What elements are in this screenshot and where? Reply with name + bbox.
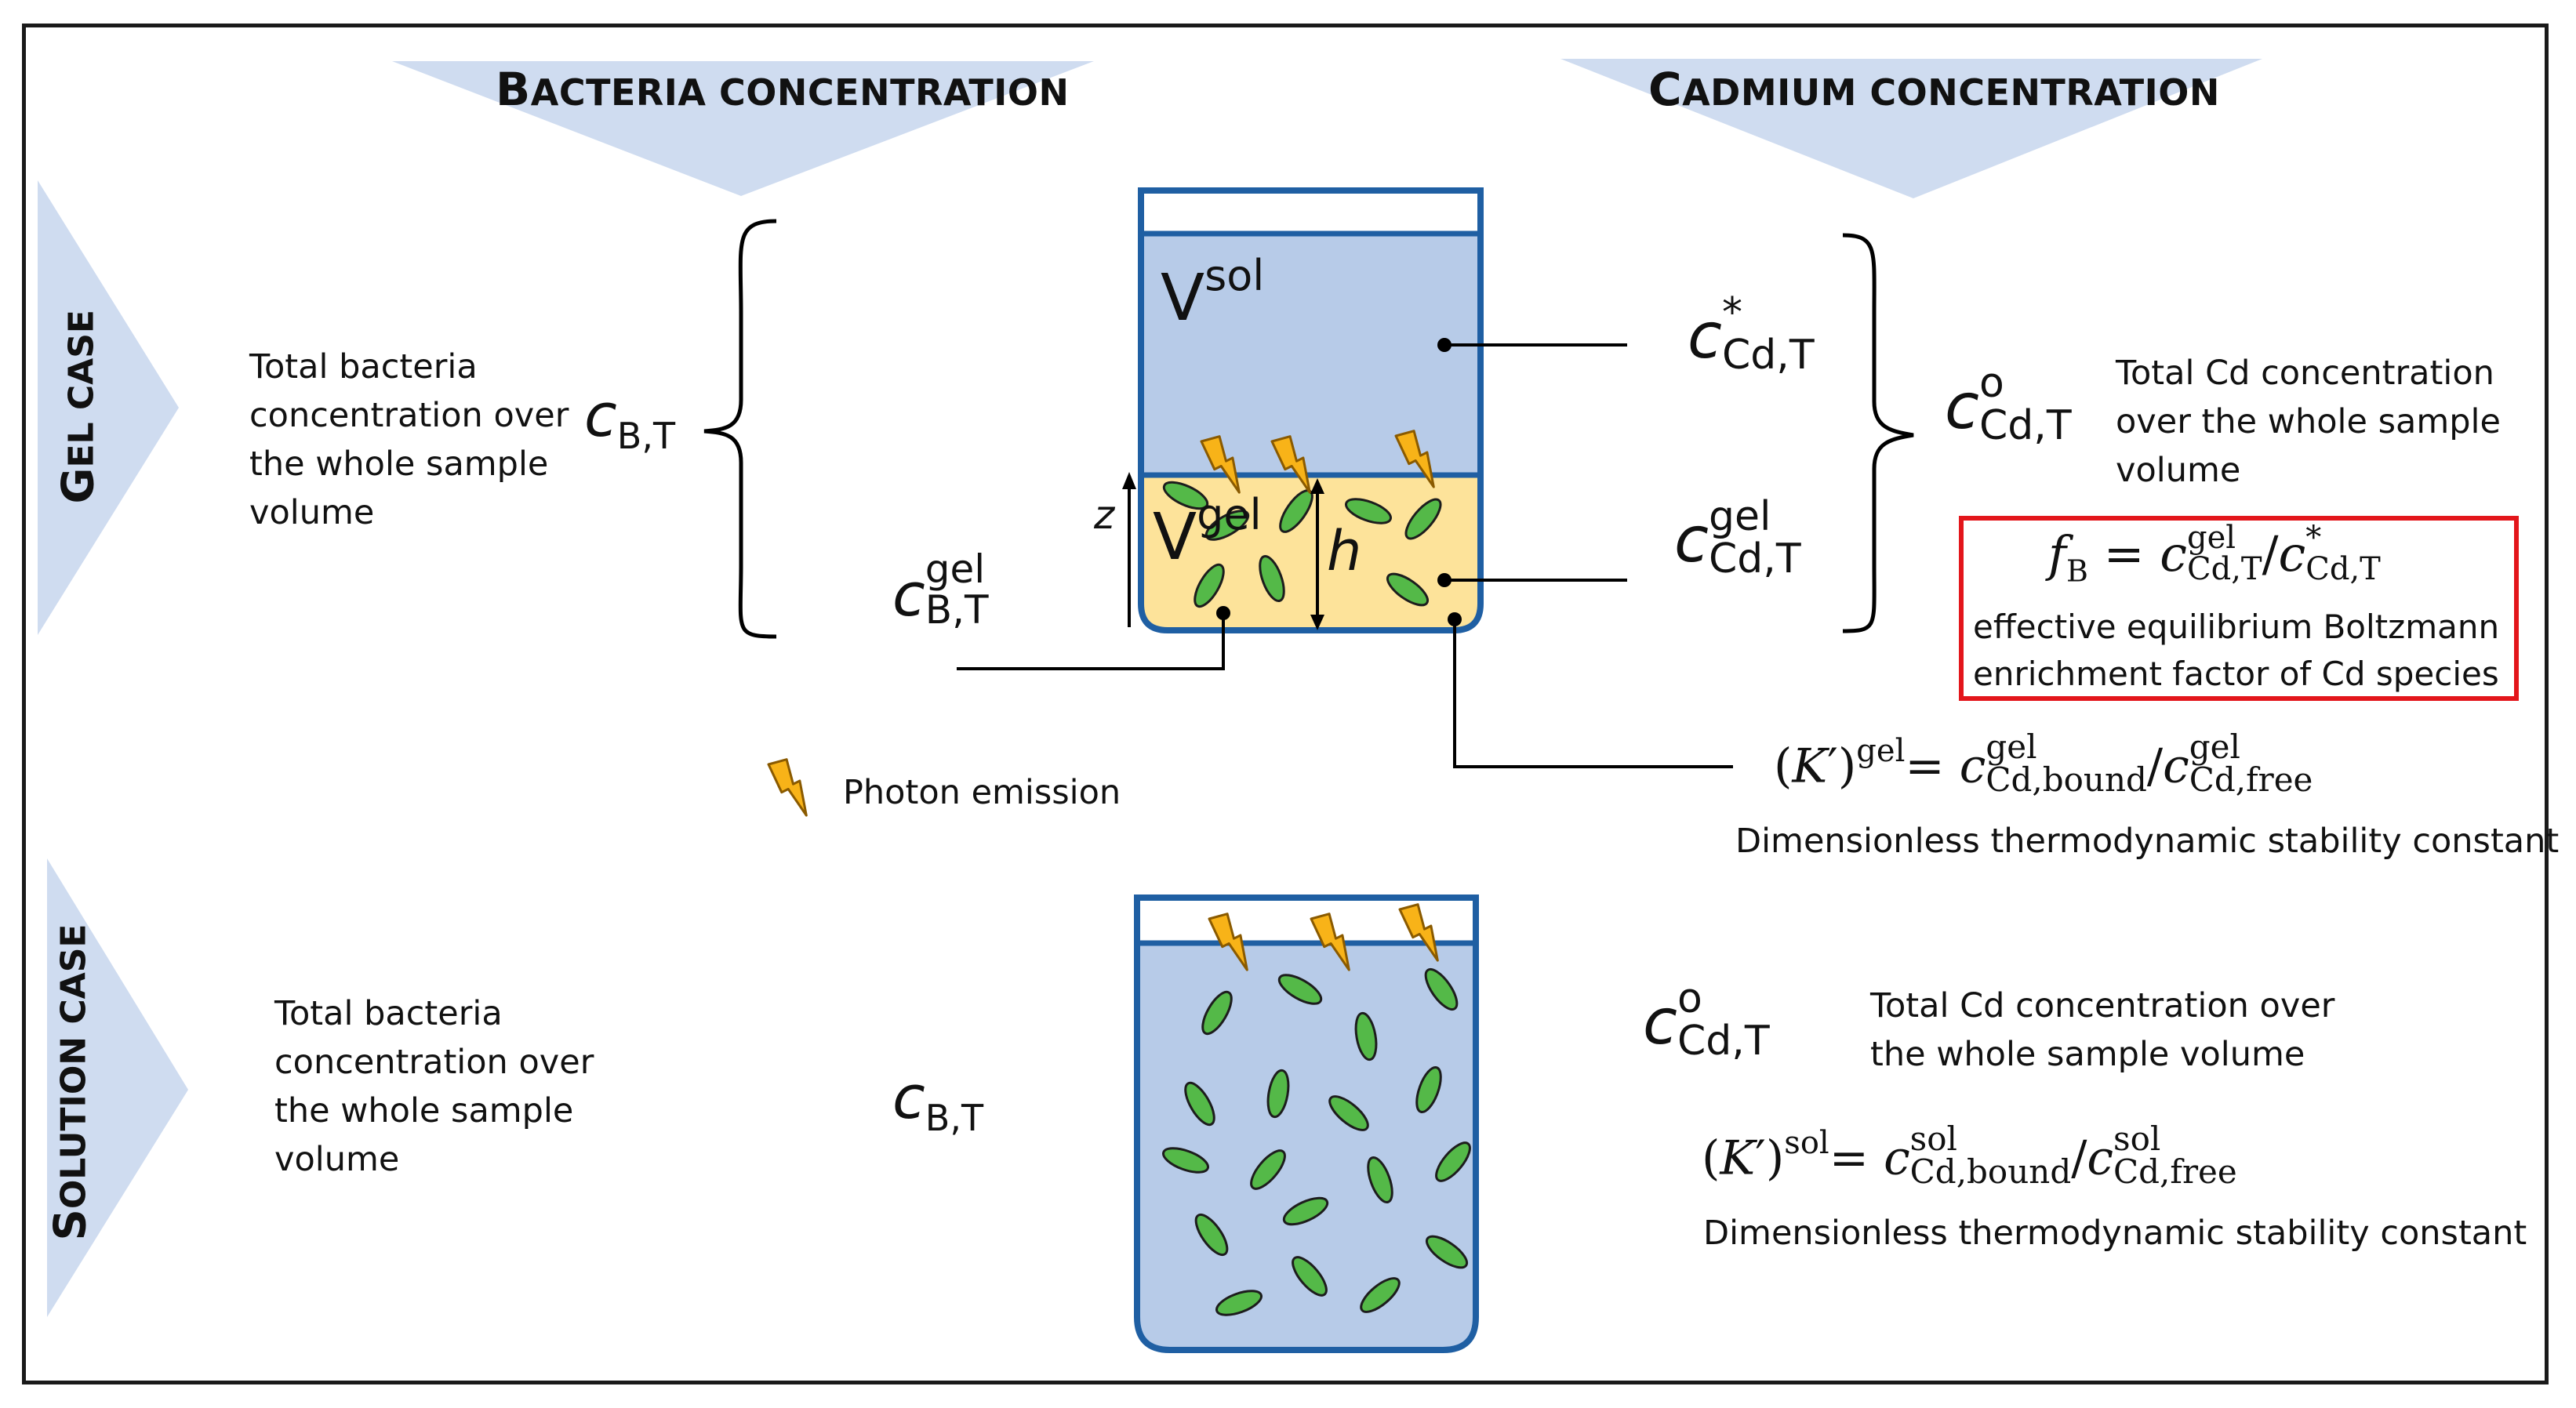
gel-photon-bolt-icon [1200,435,1241,494]
photon-legend-bolt-icon [767,758,808,817]
gel-bacteria-description: Total bacteria concentration over the wh… [249,347,569,532]
h-height-arrow [1310,478,1324,630]
gel-container [1138,187,1484,633]
solution-bacterium [1162,1147,1209,1174]
solution-bacterium [1425,1235,1469,1269]
gel-bacteria-group [1162,481,1442,608]
bacteria-header-arrow [392,61,1094,196]
h-height-label: h [1327,519,1362,583]
solution-bacterium [1360,1277,1401,1313]
gel-bacterium [1204,510,1250,541]
bacteria-header: BACTERIA CONCENTRATION [496,63,1070,116]
gel-stability-description: Dimensionless thermodynamic stability co… [1735,822,2560,861]
solution-bacteria-group [1162,967,1471,1316]
gel-bacterium [1386,572,1430,607]
photon-legend-label: Photon emission [843,773,1121,812]
solution-bacterium [1266,1069,1290,1119]
gel-bacterium [1404,498,1442,540]
solution-bacterium [1424,967,1459,1011]
c-star-cdT-symbol: c*Cd,T [1688,289,1815,379]
bacteria-brace [703,219,777,639]
solution-bacterium [1184,1081,1215,1127]
gel-leader-lines [957,338,1733,768]
solution-cBT-symbol: cB,T [892,1062,984,1140]
gel-bacterium [1259,555,1285,602]
gel-photon-bolt-icon [1270,435,1311,494]
v-sol-symbol: Vsol [1161,250,1265,336]
solution-bacterium [1435,1141,1471,1182]
cadmium-header-arrow [1560,59,2262,198]
gel-photon-group [1200,430,1435,494]
cadmium-header: CADMIUM CONCENTRATION [1648,63,2220,116]
fB-enrichment-box [1959,516,2519,701]
solution-bacterium [1415,1066,1442,1113]
solution-bacterium [1328,1095,1369,1131]
gel-bacterium [1162,481,1209,510]
solution-photon-bolt-icon [1208,913,1248,971]
v-gel-symbol: Vgel [1153,489,1262,575]
gel-photon-bolt-icon [1394,430,1435,488]
solution-photon-bolt-icon [1398,903,1439,962]
solution-photon-group [1208,903,1439,971]
z-axis-arrow [1122,472,1136,627]
gel-bacterium [1345,498,1392,524]
solution-bacterium [1367,1156,1393,1203]
cadmium-brace [1842,233,1914,633]
gel-case-side-arrow [38,180,179,635]
solution-bacterium [1201,990,1233,1036]
solution-bacteria-description: Total bacteria concentration over the wh… [274,994,594,1179]
solution-bacterium [1354,1011,1378,1061]
solution-cd-description: Total Cd concentration over the whole sa… [1870,986,2335,1074]
figure-border [22,24,2549,1384]
gel-cBT-symbol: cB,T [584,380,676,458]
solution-bacterium [1215,1290,1263,1316]
gel-bacterium [1194,563,1225,608]
solution-bacterium [1292,1256,1328,1297]
z-axis-label: z [1094,492,1115,538]
solution-stability-description: Dimensionless thermodynamic stability co… [1703,1214,2527,1253]
solution-case-side-arrow [47,858,188,1317]
solution-bacterium [1194,1213,1229,1257]
solution-bacterium [1277,974,1323,1005]
solution-bacterium [1282,1196,1329,1226]
solution-bacterium [1250,1149,1286,1190]
solution-case-label: SOLUTION CASE [45,924,96,1241]
fB-description: effective equilibrium Boltzmann enrichme… [1973,608,2500,693]
photon-legend-icon [767,758,808,817]
gel-cd-description: Total Cd concentration over the whole sa… [2116,354,2501,490]
gel-case-label: GEL CASE [53,310,104,504]
solution-photon-bolt-icon [1310,913,1350,971]
